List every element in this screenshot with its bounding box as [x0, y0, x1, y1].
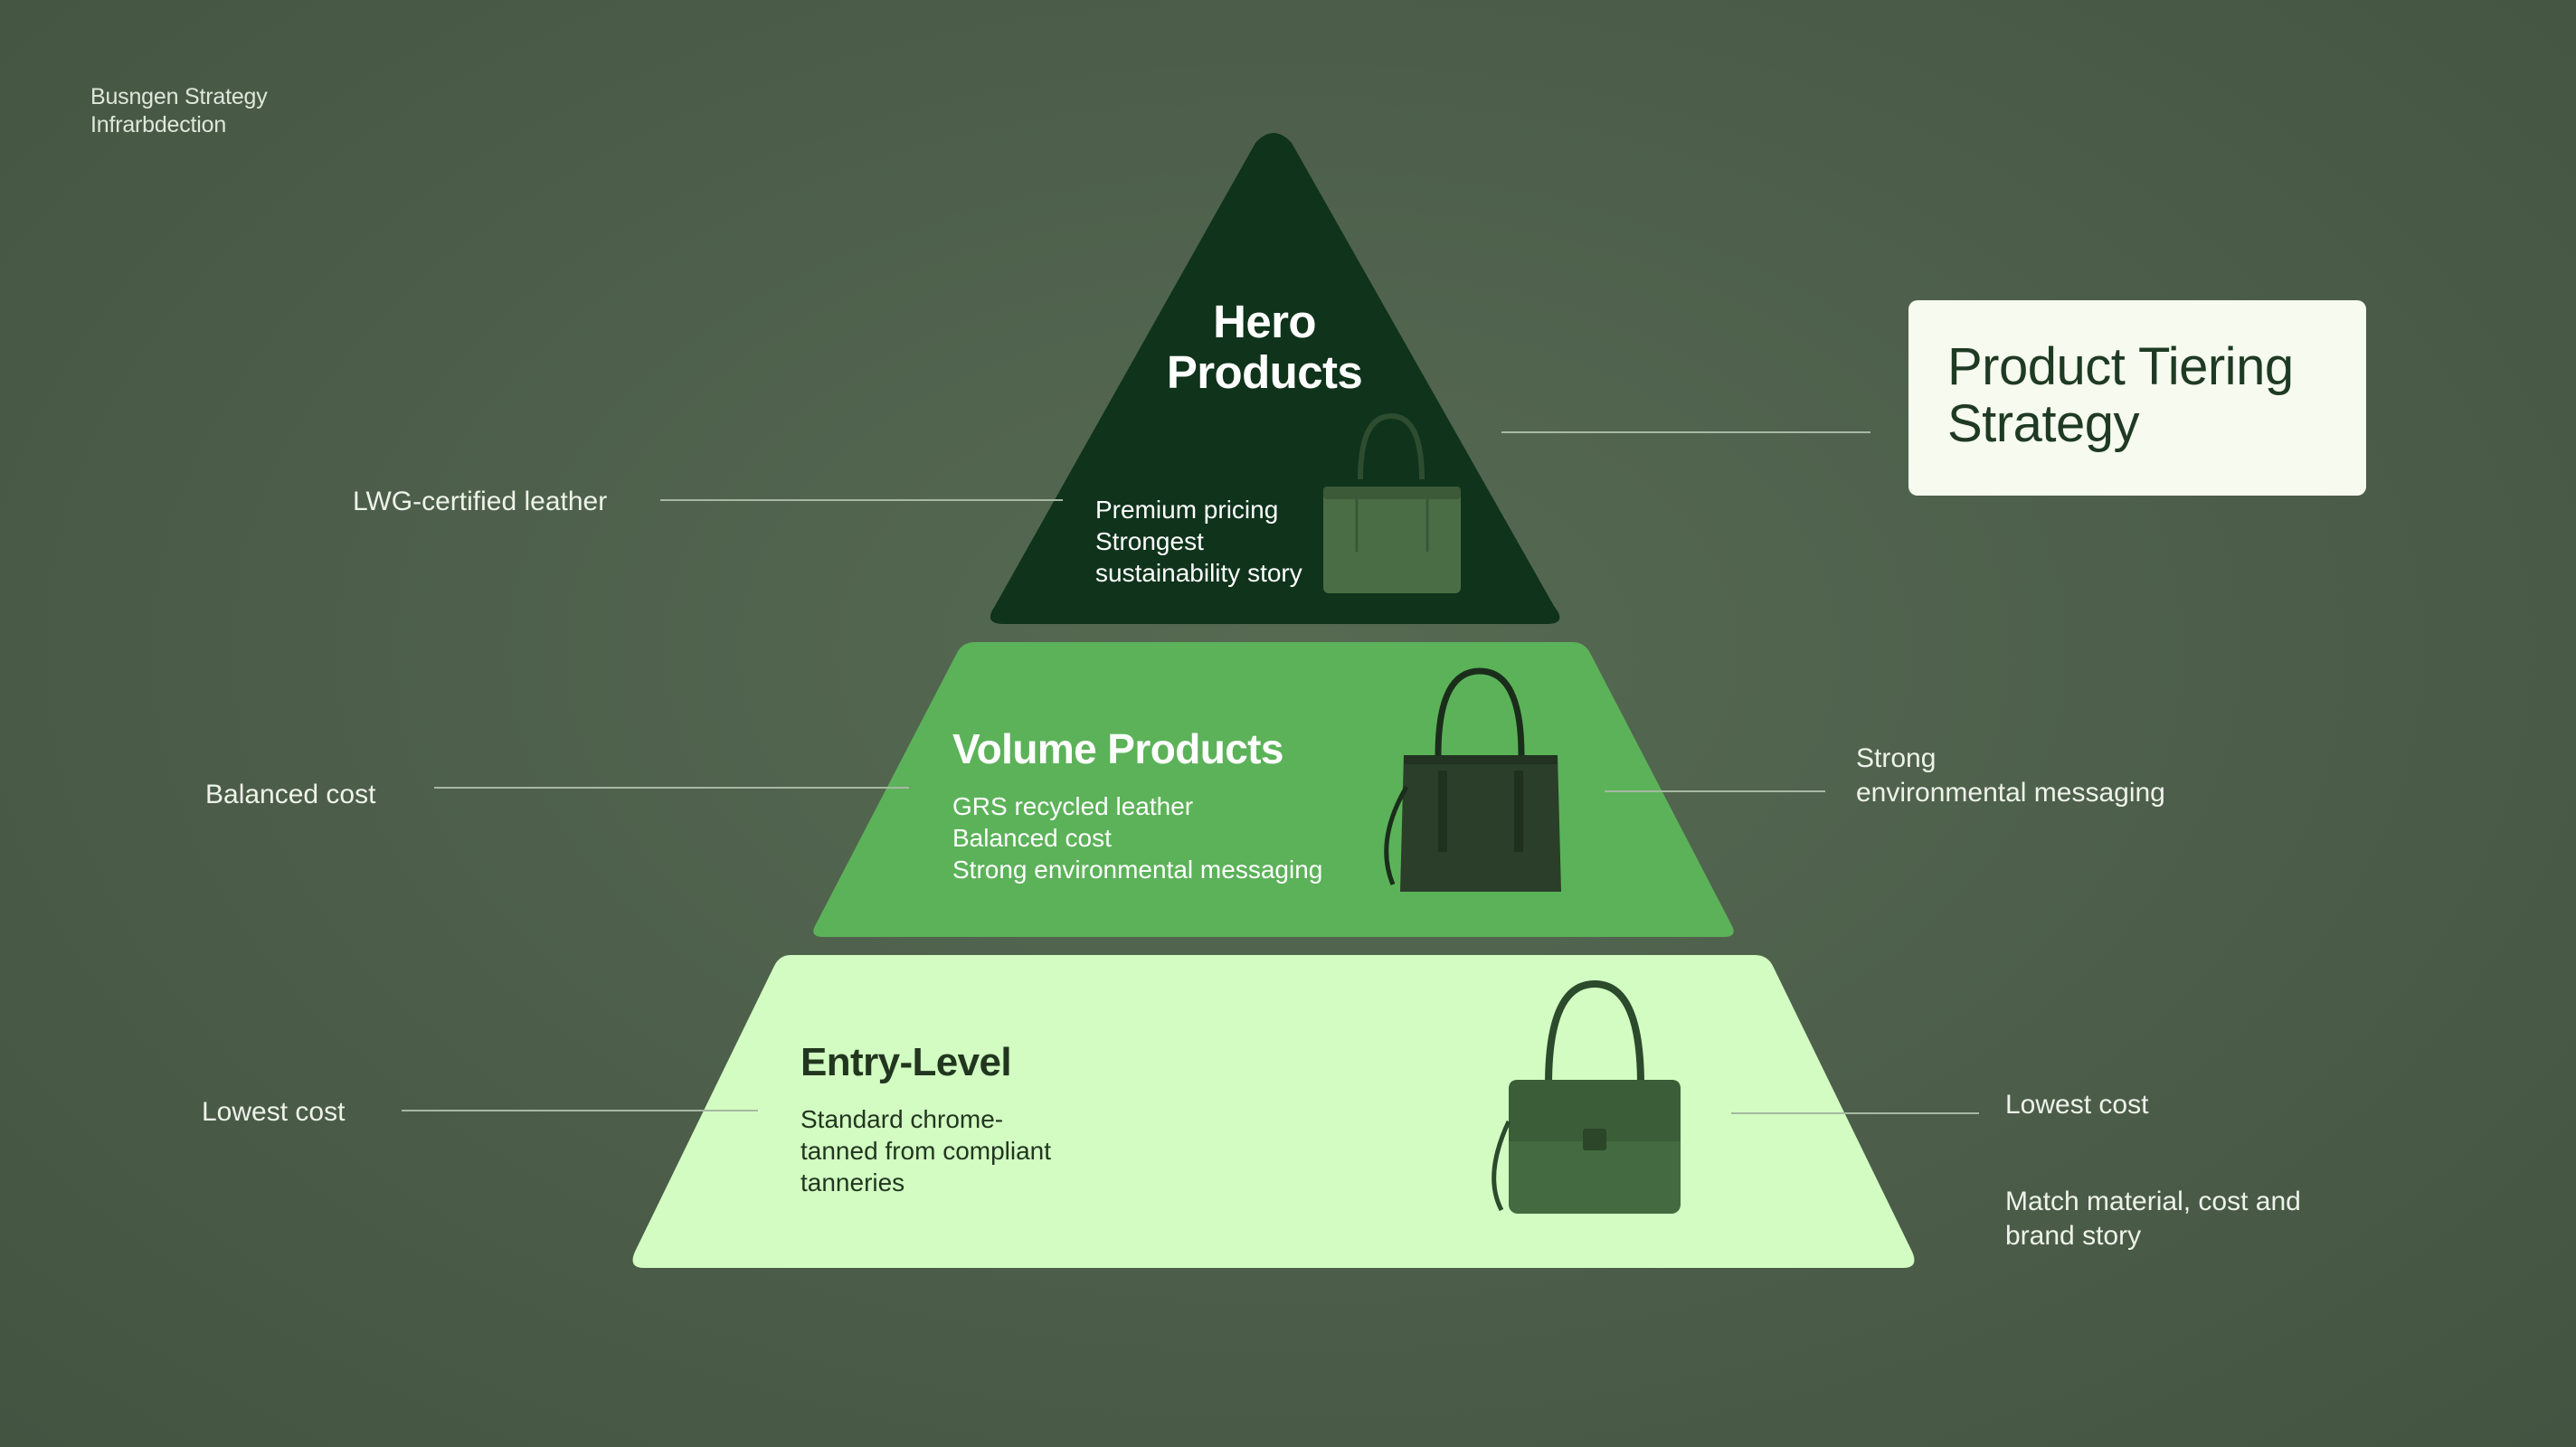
page-title: Product Tiering [1947, 337, 2294, 396]
tier-desc-line: Balanced cost [952, 824, 1112, 852]
tier-hero-title: Hero Products [1120, 297, 1409, 398]
breadcrumb: Busngen Strategy Infrarbdection [90, 83, 268, 139]
tier-volume-description: GRS recycled leather Balanced cost Stron… [952, 790, 1322, 885]
tier-entry-title: Entry-Level [800, 1038, 1012, 1087]
side-label-line: Strong [1856, 743, 1937, 773]
tier-desc-line: GRS recycled leather [952, 792, 1194, 820]
tier-desc-line: tanneries [800, 1168, 905, 1196]
side-label-line: environmental messaging [1856, 778, 2165, 808]
tier-desc-line: Standard chrome- [800, 1105, 1004, 1133]
handbag-icon [1492, 979, 1681, 1214]
side-label-match-material: Match material, cost and brand story [2005, 1185, 2301, 1253]
tier-title-line: Hero [1213, 296, 1316, 347]
side-label-lwg: LWG-certified leather [353, 487, 608, 516]
connector-lines [402, 431, 1979, 1114]
breadcrumb-line: Busngen Strategy [90, 84, 268, 109]
tier-desc-line: sustainability story [1095, 559, 1302, 587]
side-label-lowest-cost-right: Lowest cost [2005, 1090, 2149, 1120]
breadcrumb-line: Infrarbdection [90, 112, 227, 137]
tier-desc-line: tanned from compliant [800, 1137, 1052, 1165]
tier-desc-line: Premium pricing [1095, 496, 1279, 524]
title-card: Product Tiering Strategy [1908, 300, 2366, 496]
tier-desc-line: Strong environmental messaging [952, 856, 1323, 884]
side-label-line: Match material, cost and [2005, 1187, 2301, 1216]
tier-title-line: Volume Products [952, 725, 1283, 772]
tier-hero-description: Premium pricing Strongest sustainability… [1095, 494, 1302, 589]
tier-title-line: Products [1166, 346, 1363, 398]
side-label-balanced-cost: Balanced cost [205, 780, 376, 809]
side-label-lowest-cost: Lowest cost [202, 1097, 346, 1127]
tier-volume-title: Volume Products [952, 724, 1283, 774]
tier-title-line: Entry-Level [800, 1040, 1012, 1084]
side-label-environmental: Strong environmental messaging [1856, 742, 2165, 810]
handbag-icon [1384, 667, 1561, 892]
side-label-line: brand story [2005, 1221, 2142, 1251]
tier-volume-shape [813, 642, 1734, 937]
tier-entry-description: Standard chrome- tanned from compliant t… [800, 1103, 1051, 1198]
tier-desc-line: Strongest [1095, 527, 1204, 555]
page-title: Strategy [1947, 394, 2140, 453]
handbag-icon [1323, 412, 1461, 593]
